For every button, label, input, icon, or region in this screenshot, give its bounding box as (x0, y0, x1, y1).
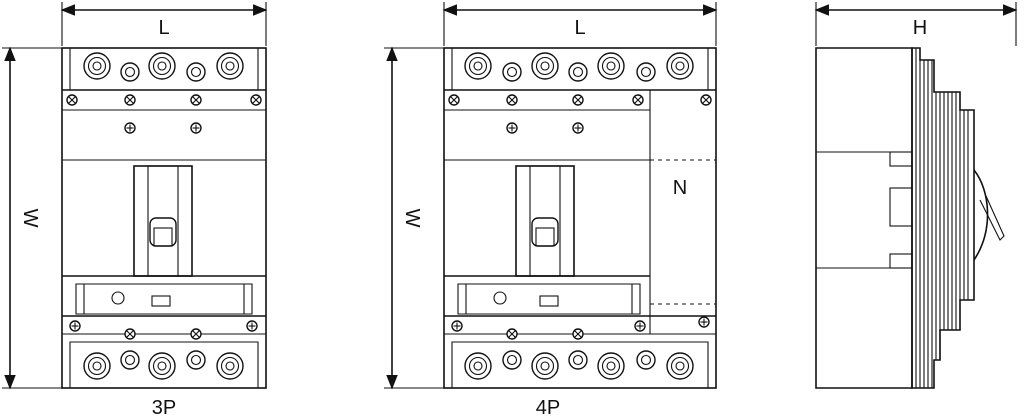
terminal-icon (597, 52, 625, 80)
terminal-icon (216, 352, 244, 380)
terminal-icon (83, 352, 111, 380)
front-view-3p: L W (2, 2, 268, 419)
terminal-icon (216, 52, 244, 80)
body-outline-4p (443, 47, 717, 389)
terminal-icon (148, 52, 176, 80)
terminal-icon (666, 352, 694, 380)
terminal-icon (148, 352, 176, 380)
terminal-icon (531, 52, 559, 80)
terminal-icon (464, 52, 492, 80)
side-base (815, 47, 913, 389)
dimension-label-l-3p: L (158, 17, 169, 39)
dimension-label-w-3p: W (19, 209, 41, 228)
terminal-icon (666, 52, 694, 80)
body-outline-3p (61, 47, 267, 389)
terminal-icon (464, 352, 492, 380)
terminal-icon (83, 52, 111, 80)
dimension-label-l-4p: L (574, 17, 585, 39)
dimension-label-h: H (913, 17, 927, 39)
caption-4p: 4P (536, 397, 560, 419)
terminal-icon (531, 352, 559, 380)
neutral-pole-label: N (673, 177, 687, 199)
front-view-4p: L W N (384, 2, 718, 419)
side-handle (973, 169, 989, 261)
side-cover (911, 47, 975, 389)
side-view: H (814, 2, 1018, 389)
dimension-label-w-4p: W (401, 209, 423, 228)
caption-3p: 3P (152, 397, 176, 419)
terminal-icon (597, 352, 625, 380)
